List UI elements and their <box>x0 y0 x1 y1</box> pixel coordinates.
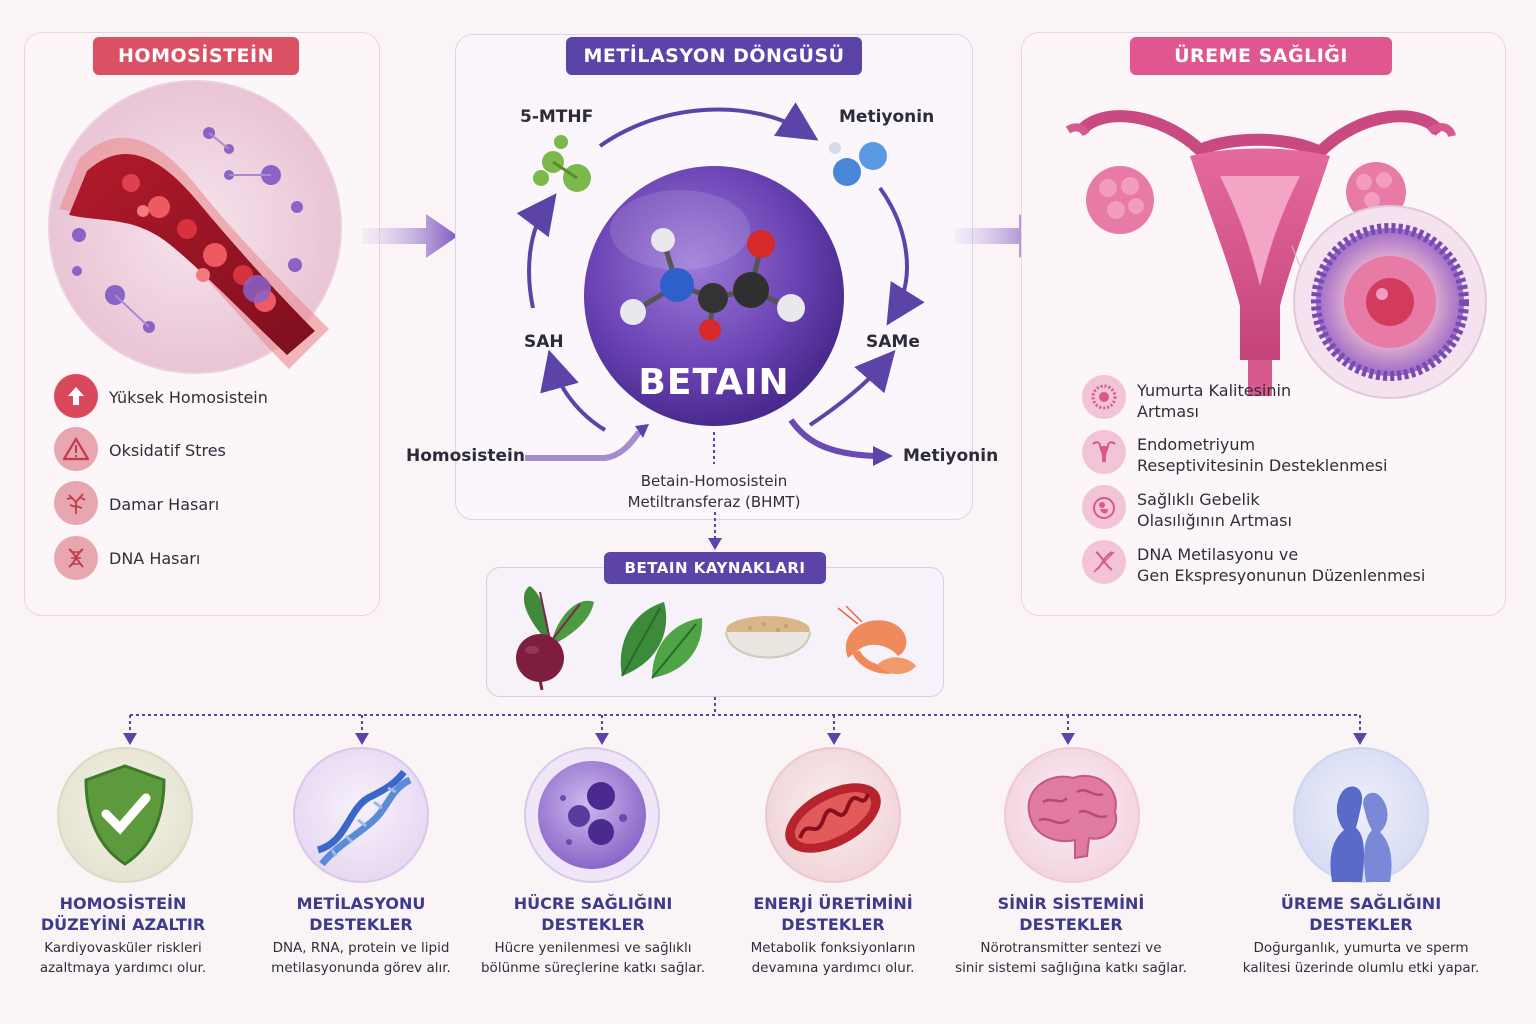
card-desc-line: Doğurganlık, yumurta ve sperm <box>1253 940 1469 956</box>
beet-icon <box>516 586 594 690</box>
cell-icon <box>524 747 660 883</box>
left-item-label: Damar Hasarı <box>109 495 220 514</box>
card-title-line: DESTEKLER <box>781 915 885 934</box>
uterus-illustration <box>1065 110 1487 399</box>
couple-icon <box>1293 747 1429 883</box>
enzyme-arrow-icon <box>708 512 722 550</box>
left-item-label: Oksidatif Stres <box>109 441 226 460</box>
card-desc: Hücre yenilenmesi ve sağlıklı bölünme sür… <box>473 938 713 978</box>
right-item-label: DNA Metilasyonu ve Gen Ekspresyonunun Düz… <box>1137 544 1425 586</box>
distribution-connector <box>123 697 1367 745</box>
vessel-icon <box>54 481 98 525</box>
dna-methylation-icon <box>1082 540 1126 584</box>
card-desc-line: bölünme süreçlerine katkı sağlar. <box>480 960 706 976</box>
uterus-icon <box>1082 430 1126 474</box>
card-desc-line: metilasyonunda görev alır. <box>271 960 451 976</box>
arrow-up-icon <box>54 374 98 418</box>
card-title-line: DESTEKLER <box>1019 915 1123 934</box>
card-desc: Nörotransmitter sentezi ve sinir sistemi … <box>951 938 1191 978</box>
flow-arrow-icon <box>362 214 458 258</box>
card-title-line: METİLASYONU <box>296 894 426 913</box>
dna-icon <box>54 536 98 580</box>
node-sah: SAH <box>524 332 564 352</box>
grain-bowl-icon <box>725 616 811 659</box>
node-same: SAMe <box>866 332 920 352</box>
node-methionine-top: Metiyonin <box>839 107 935 127</box>
card-desc-line: kalitesi üzerinde olumlu etki yapar. <box>1242 960 1480 976</box>
pregnancy-icon <box>1082 485 1126 529</box>
card-title-line: DESTEKLER <box>541 915 645 934</box>
spinach-icon <box>620 602 703 679</box>
card-desc-line: devamına yardımcı olur. <box>751 960 915 976</box>
warning-icon <box>54 427 98 471</box>
blood-vessel-illustration <box>48 80 342 374</box>
card-desc-line: azaltmaya yardımcı olur. <box>39 960 207 976</box>
card-desc-line: Hücre yenilenmesi ve sağlıklı <box>494 940 692 956</box>
enzyme-line: Betain-Homosistein <box>640 472 788 490</box>
shrimp-icon <box>837 605 916 674</box>
card-desc: Doğurganlık, yumurta ve sperm kalitesi üz… <box>1241 938 1481 978</box>
card-title: ENERJİ ÜRETİMİNİ DESTEKLER <box>713 893 953 935</box>
node-homocysteine: Homosistein <box>406 446 525 466</box>
right-item-line: Artması <box>1137 402 1199 421</box>
card-desc: DNA, RNA, protein ve lipid metilasyonunda… <box>241 938 481 978</box>
card-desc: Kardiyovasküler riskleri azaltmaya yardım… <box>3 938 243 978</box>
enzyme-label: Betain-Homosistein Metiltransferaz (BHMT… <box>594 471 834 513</box>
sources-title: BETAIN KAYNAKLARI <box>604 552 826 584</box>
methylation-title: METİLASYON DÖNGÜSÜ <box>566 37 862 75</box>
card-title-line: ÜREME SAĞLIĞINI <box>1280 894 1442 913</box>
card-desc-line: Nörotransmitter sentezi ve <box>980 940 1162 956</box>
card-title-line: DESTEKLER <box>1309 915 1413 934</box>
card-title-line: SİNİR SİSTEMİNİ <box>997 894 1145 913</box>
betain-core-label: BETAIN <box>638 362 790 403</box>
card-title-line: DÜZEYİNİ AZALTIR <box>40 915 206 934</box>
node-5mthf: 5-MTHF <box>520 107 594 127</box>
card-desc: Metabolik fonksiyonların devamına yardımc… <box>713 938 953 978</box>
dna-helix-icon <box>293 747 429 883</box>
brain-icon <box>1004 747 1140 883</box>
reproductive-title: ÜREME SAĞLIĞI <box>1130 37 1392 75</box>
methylation-cycle-diagram <box>516 102 925 466</box>
card-desc-line: Kardiyovasküler riskleri <box>44 940 202 956</box>
homocysteine-title: HOMOSİSTEİN <box>93 37 299 75</box>
card-title: ÜREME SAĞLIĞINI DESTEKLER <box>1241 893 1481 935</box>
card-title-line: HÜCRE SAĞLIĞINI <box>513 894 673 913</box>
card-title-line: DESTEKLER <box>309 915 413 934</box>
enzyme-line: Metiltransferaz (BHMT) <box>627 493 801 511</box>
left-item-label: DNA Hasarı <box>109 549 201 568</box>
card-title-line: HOMOSİSTEİN <box>59 894 187 913</box>
card-title: SİNİR SİSTEMİNİ DESTEKLER <box>951 893 1191 935</box>
right-item-line: Reseptivitesinin Desteklenmesi <box>1137 456 1388 475</box>
right-item-line: Gen Ekspresyonunun Düzenlenmesi <box>1137 566 1426 585</box>
card-title: HÜCRE SAĞLIĞINI DESTEKLER <box>473 893 713 935</box>
card-desc-line: DNA, RNA, protein ve lipid <box>272 940 450 956</box>
card-desc-line: sinir sistemi sağlığına katkı sağlar. <box>955 960 1187 976</box>
left-item-label: Yüksek Homosistein <box>109 388 268 407</box>
card-title-line: ENERJİ ÜRETİMİNİ <box>753 894 913 913</box>
right-item-line: DNA Metilasyonu ve <box>1137 545 1299 564</box>
card-desc-line: Metabolik fonksiyonların <box>750 940 916 956</box>
right-item-line: Sağlıklı Gebelik <box>1137 490 1260 509</box>
egg-cell-icon <box>1082 375 1126 419</box>
right-item-line: Yumurta Kalitesinin <box>1137 381 1292 400</box>
mitochondria-icon <box>765 747 901 883</box>
card-title: METİLASYONU DESTEKLER <box>241 893 481 935</box>
shield-icon <box>57 747 193 883</box>
right-item-line: Endometriyum <box>1137 435 1256 454</box>
right-item-line: Olasılığının Artması <box>1137 511 1292 530</box>
node-methionine-out: Metiyonin <box>903 446 999 466</box>
card-title: HOMOSİSTEİN DÜZEYİNİ AZALTIR <box>3 893 243 935</box>
